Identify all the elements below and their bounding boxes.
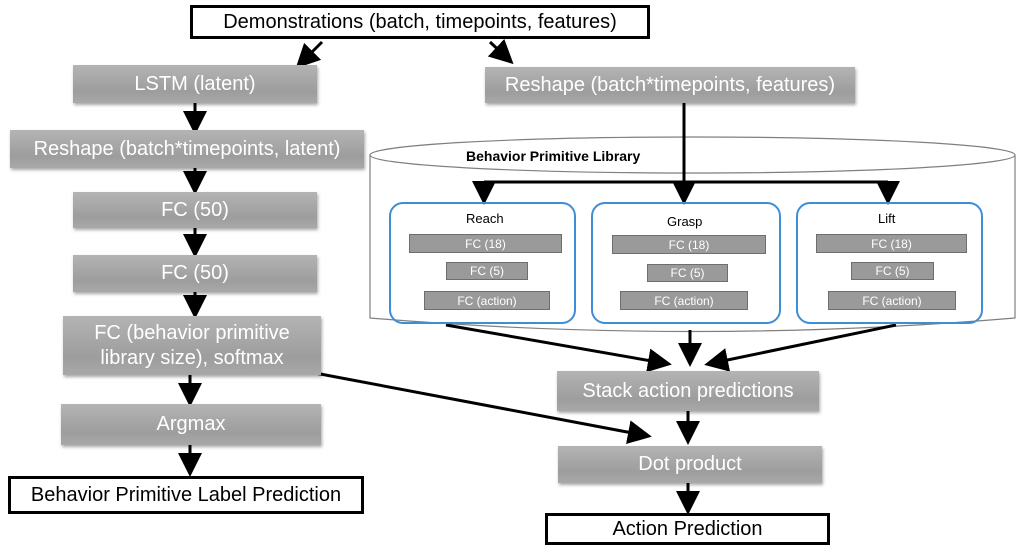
stack-node: Stack action predictions	[557, 371, 819, 411]
arrow-demo-to-reshape	[487, 38, 514, 65]
arrow-reach-to-stack	[445, 323, 672, 373]
fc50-node-1: FC (50)	[73, 192, 317, 228]
lstm-node: LSTM (latent)	[73, 65, 317, 103]
behavior-label-output: Behavior Primitive Label Prediction	[8, 476, 364, 514]
grasp-fcaction: FC (action)	[620, 291, 748, 310]
lift-panel	[796, 202, 983, 324]
reach-fc18: FC (18)	[409, 234, 562, 253]
lift-fcaction: FC (action)	[828, 291, 956, 310]
fc50-node-2: FC (50)	[73, 255, 317, 292]
reach-panel	[389, 202, 576, 324]
grasp-panel	[591, 202, 781, 324]
reshape-features-node: Reshape (batch*timepoints, features)	[485, 67, 855, 103]
reach-fc5: FC (5)	[446, 262, 528, 280]
reshape-latent-node: Reshape (batch*timepoints, latent)	[10, 130, 364, 168]
lift-fc18: FC (18)	[816, 234, 967, 253]
arrow-demo-to-lstm	[295, 40, 324, 69]
grasp-title: Grasp	[667, 214, 703, 229]
fc-softmax-node: FC (behavior primitive library size), so…	[63, 316, 321, 375]
demonstrations-node: Demonstrations (batch, timepoints, featu…	[190, 5, 650, 39]
action-output: Action Prediction	[545, 513, 830, 545]
library-title: Behavior Primitive Library	[466, 148, 641, 164]
dot-product-node: Dot product	[558, 446, 822, 483]
reach-title: Reach	[466, 211, 504, 226]
grasp-fc5: FC (5)	[647, 264, 728, 282]
fc-softmax-line2: library size), softmax	[100, 346, 284, 369]
lift-fc5: FC (5)	[851, 262, 934, 280]
arrow-lift-to-stack	[704, 323, 897, 372]
grasp-fc18: FC (18)	[612, 235, 766, 254]
lift-title: Lift	[878, 211, 896, 226]
argmax-node: Argmax	[61, 404, 321, 445]
fc-softmax-line1: FC (behavior primitive	[94, 321, 290, 344]
reach-fcaction: FC (action)	[424, 291, 550, 310]
arrow-softmax-to-dot	[277, 364, 652, 445]
